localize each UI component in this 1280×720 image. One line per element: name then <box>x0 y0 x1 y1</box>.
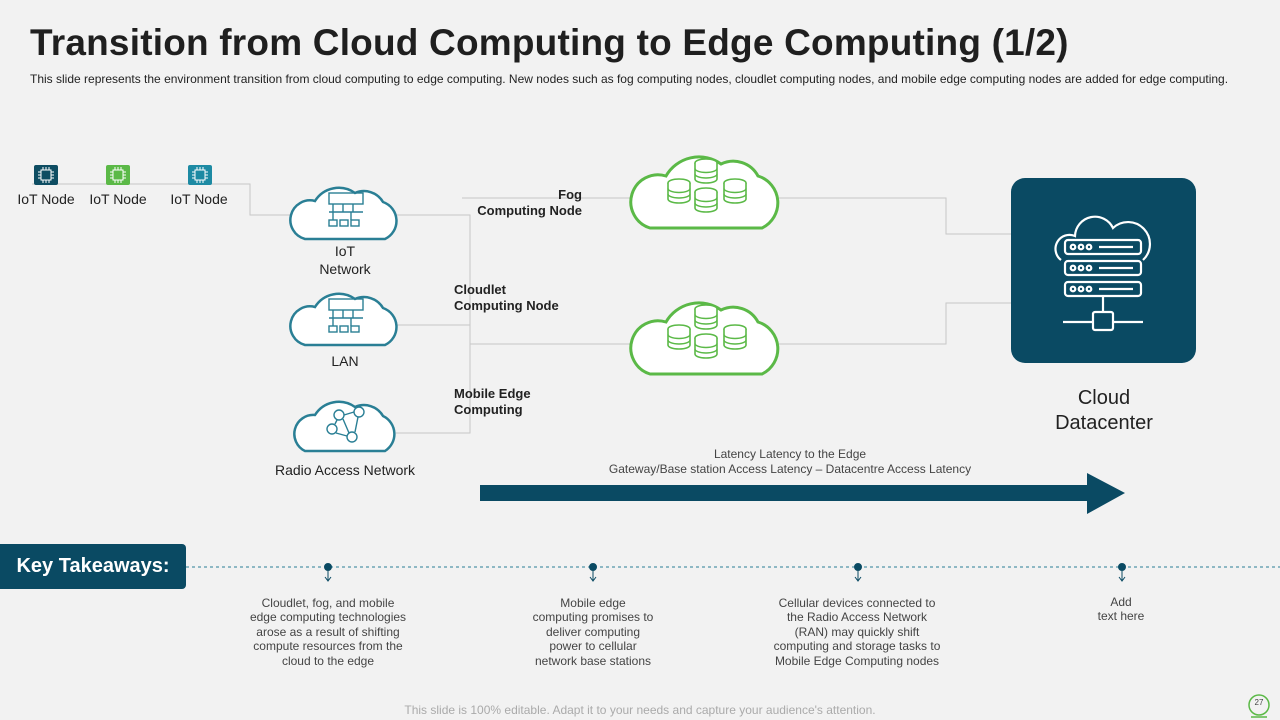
cloudlet-computing-cloud-icon <box>629 301 780 376</box>
connector-lines <box>32 183 1012 434</box>
takeaway-text-1: Cloudlet, fog, and mobile edge computing… <box>249 596 407 668</box>
fog-node-label: Fog Computing Node <box>477 187 582 218</box>
page-number-icon <box>1248 694 1270 718</box>
latency-arrow <box>480 473 1125 514</box>
lan-label: LAN <box>331 353 359 369</box>
cloud-datacenter-label: Cloud Datacenter <box>1055 387 1153 434</box>
server-cloud-icon <box>1054 215 1151 332</box>
takeaway-marker-4 <box>1118 563 1126 582</box>
takeaway-text-2: Mobile edge computing promises to delive… <box>532 596 654 668</box>
cloudlet-node-label: Cloudlet Computing Node <box>454 282 559 313</box>
key-takeaways-label: Key Takeaways: <box>0 544 186 589</box>
fog-computing-cloud-icon <box>629 155 780 230</box>
iot-node-label-3: IoT Node <box>170 191 228 207</box>
takeaway-text-4: Add text here <box>1097 595 1145 624</box>
iot-network-label: IoT Network <box>319 243 371 277</box>
iot-node-icon-1 <box>33 164 59 186</box>
page-title: Transition from Cloud Computing to Edge … <box>30 22 1069 63</box>
page-subtitle: This slide represents the environment tr… <box>30 72 1229 86</box>
lan-cloud-icon <box>289 292 398 347</box>
iot-node-label-1: IoT Node <box>17 191 75 207</box>
mec-node-label: Mobile Edge Computing <box>454 386 531 417</box>
iot-node-icon-2 <box>105 164 131 186</box>
page-number: 27 <box>1254 698 1264 707</box>
ran-cloud-icon <box>293 400 396 453</box>
latency-label: Latency Latency to the Edge Gateway/Base… <box>608 447 972 476</box>
footer-note: This slide is 100% editable. Adapt it to… <box>404 703 876 717</box>
iot-node-icon-3 <box>187 164 213 186</box>
takeaway-text-3: Cellular devices connected to the Radio … <box>773 596 941 668</box>
iot-node-label-2: IoT Node <box>89 191 147 207</box>
iot-network-cloud-icon <box>289 186 398 241</box>
takeaway-marker-3 <box>854 563 862 582</box>
takeaway-marker-1 <box>324 563 332 582</box>
takeaway-marker-2 <box>589 563 597 582</box>
ran-label: Radio Access Network <box>274 462 416 478</box>
